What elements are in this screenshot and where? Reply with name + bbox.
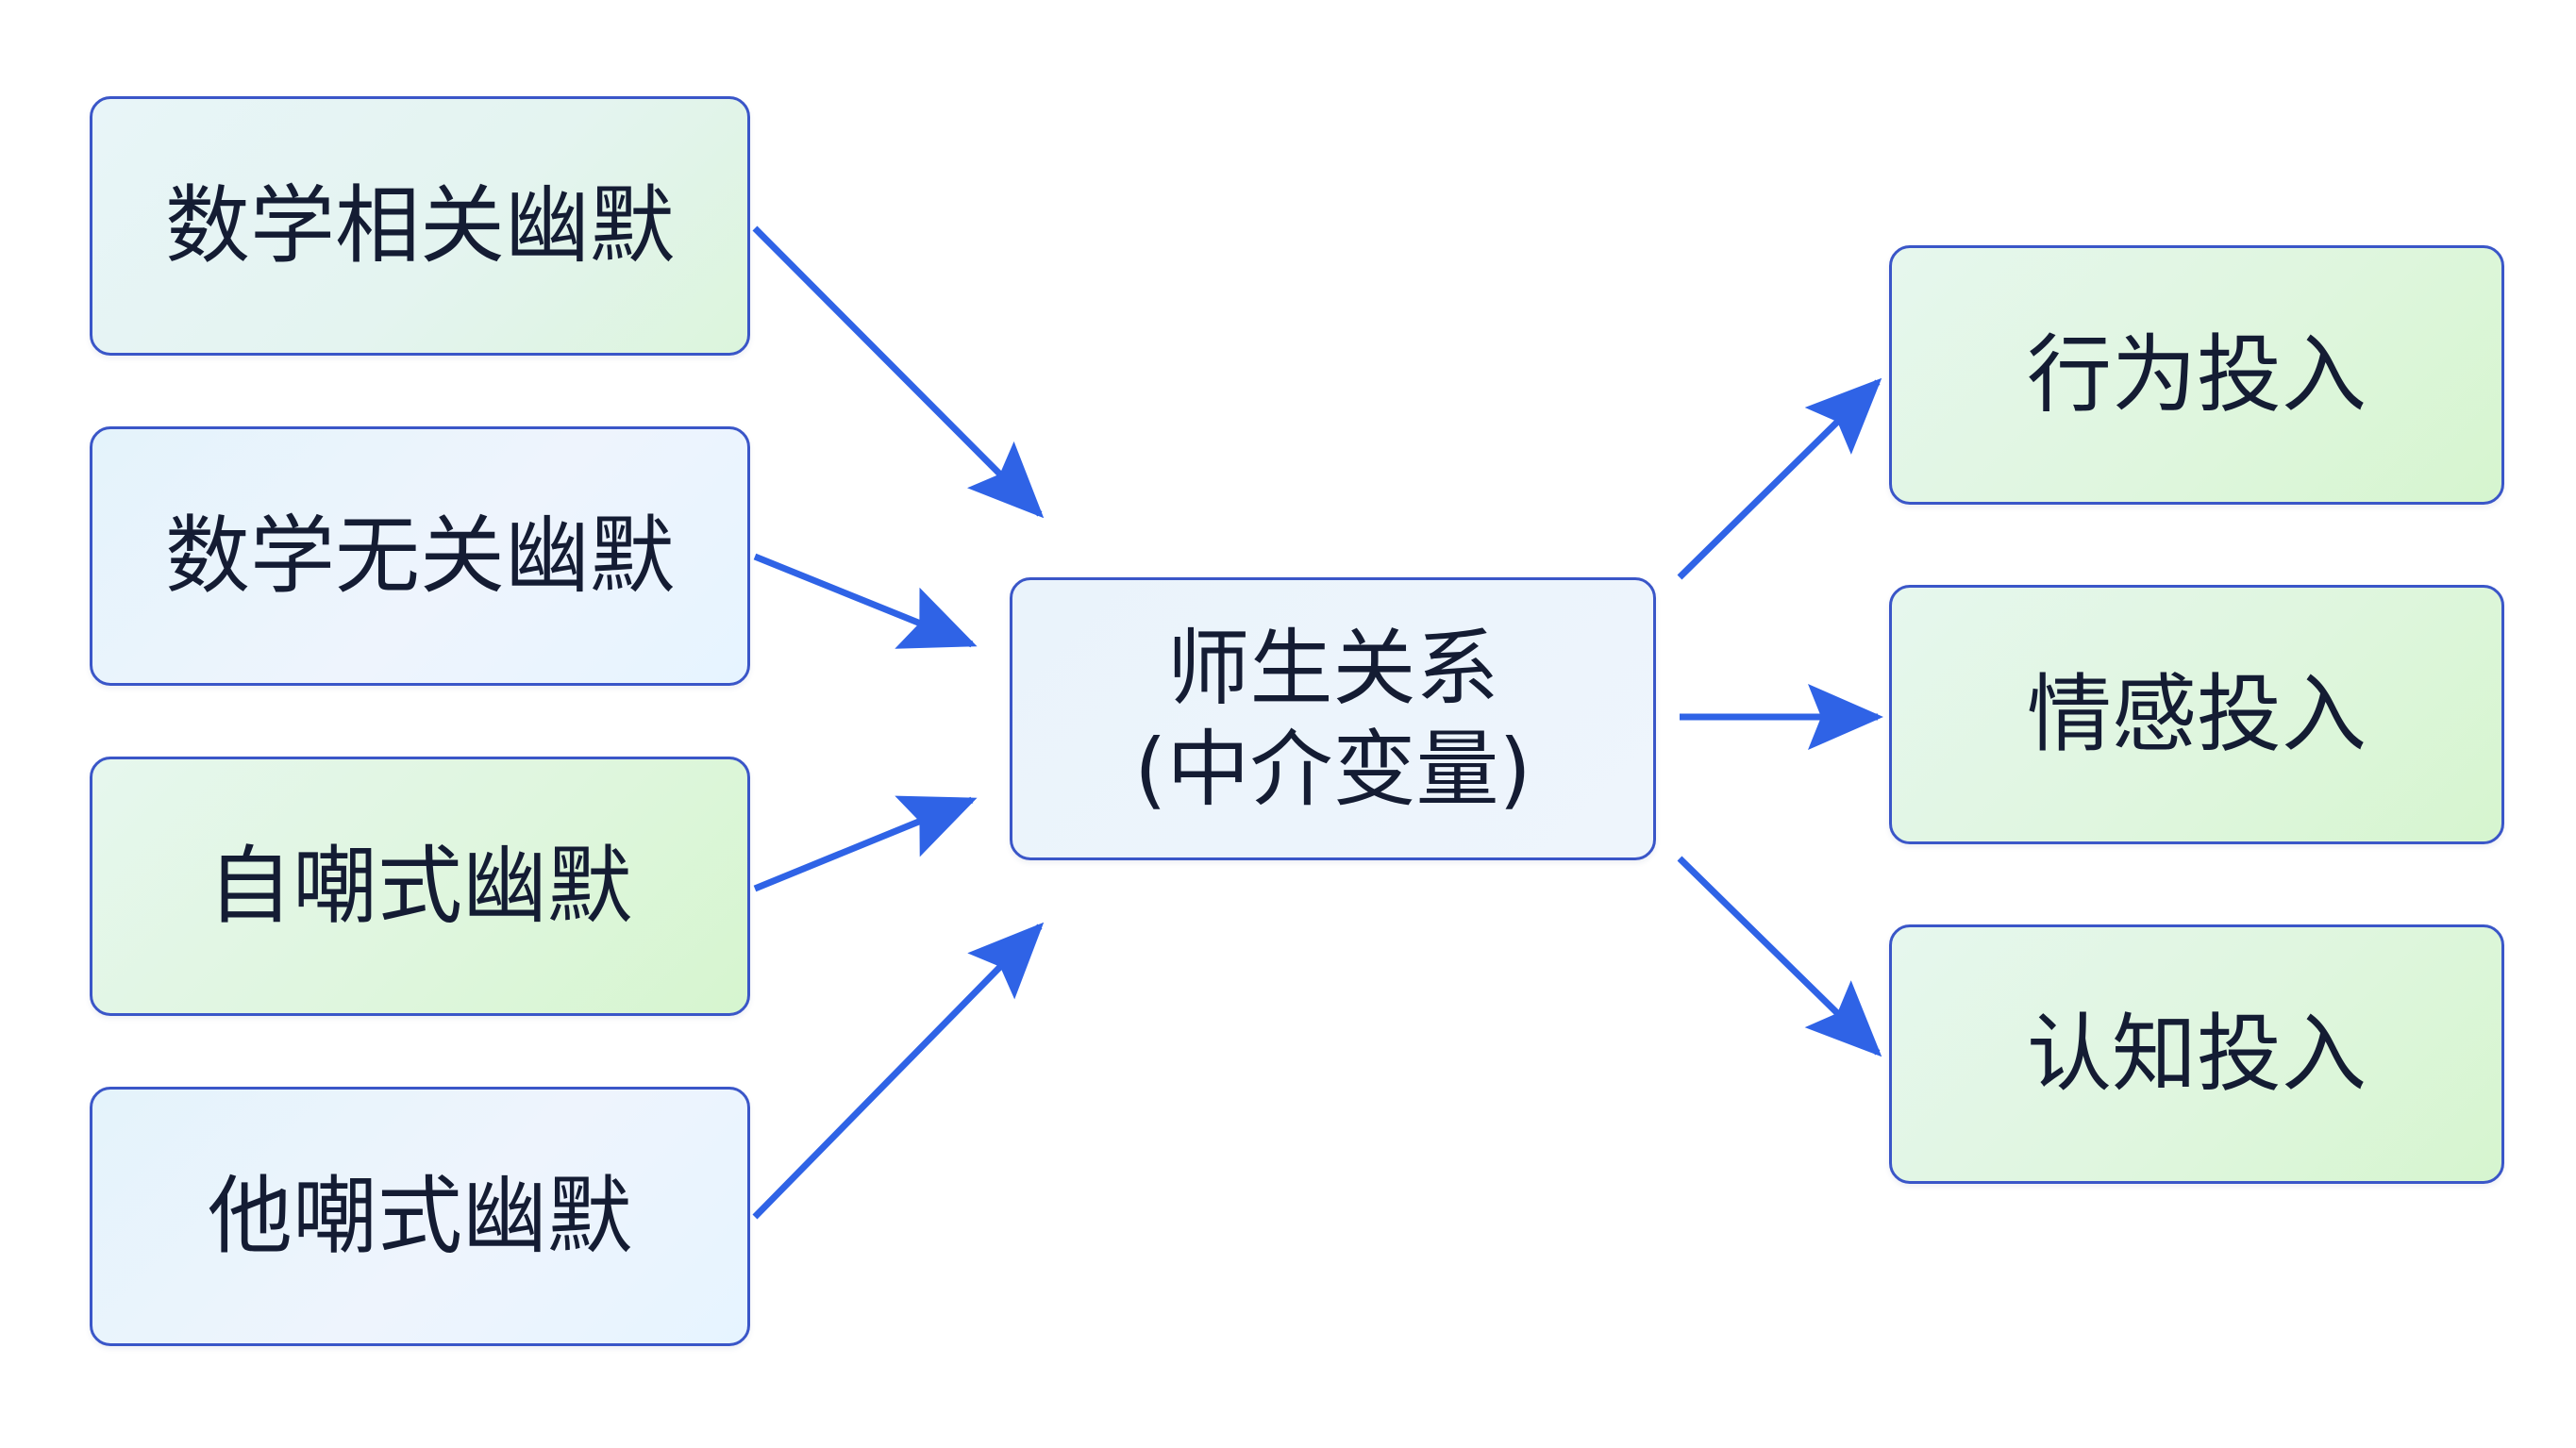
- node-cognitive-engagement: 认知投入: [1889, 924, 2504, 1184]
- mediator-title: 师生关系: [1166, 619, 1499, 717]
- arrow-self-deprecating-humor-to-relationship: [753, 795, 978, 892]
- arrow-relationship-to-behavioral: [1677, 377, 1882, 580]
- node-behavioral-engagement: 行为投入: [1889, 245, 2504, 505]
- mediator-subtitle: (中介变量): [1134, 721, 1531, 818]
- arrow-other-deprecating-humor-to-relationship: [752, 922, 1045, 1220]
- node-label: 认知投入: [2027, 1004, 2367, 1104]
- node-teacher-student-relationship: 师生关系 (中介变量): [1010, 577, 1656, 860]
- node-label: 数学相关幽默: [165, 175, 675, 275]
- node-label: 他嘲式幽默: [208, 1166, 632, 1266]
- node-self-deprecating-humor: 自嘲式幽默: [90, 757, 750, 1016]
- node-other-deprecating-humor: 他嘲式幽默: [90, 1087, 750, 1346]
- node-label: 情感投入: [2027, 664, 2367, 764]
- node-label: 行为投入: [2027, 325, 2367, 424]
- node-math-related-humor: 数学相关幽默: [90, 96, 750, 356]
- node-label: 自嘲式幽默: [208, 836, 632, 936]
- arrow-math-humor-to-relationship: [752, 225, 1045, 519]
- node-label: 数学无关幽默: [165, 506, 675, 606]
- arrow-relationship-to-cognitive: [1677, 856, 1882, 1057]
- arrow-nonmath-humor-to-relationship: [753, 553, 978, 649]
- node-math-unrelated-humor: 数学无关幽默: [90, 426, 750, 686]
- node-emotional-engagement: 情感投入: [1889, 585, 2504, 844]
